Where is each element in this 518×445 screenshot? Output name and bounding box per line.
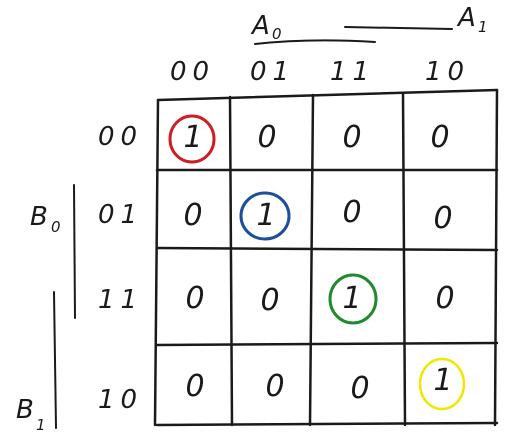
cell-r0-c0: 1 — [183, 120, 202, 155]
circle-yellow — [418, 357, 466, 411]
grid-line-top — [156, 88, 499, 102]
label-a1: A 1 — [456, 3, 488, 36]
grid-line-col-2 — [308, 93, 315, 427]
row-header-01: 01 — [98, 200, 143, 230]
bracket-a0 — [254, 39, 376, 45]
column-header-10: 10 — [425, 57, 470, 87]
label-b1-letter: B — [16, 395, 34, 425]
cell-r1-c0: 0 — [183, 198, 202, 233]
bracket-a1 — [344, 26, 453, 30]
column-header-01: 01 — [250, 57, 295, 87]
cell-r0-c1: 0 — [257, 120, 276, 155]
cell-r1-c1: 1 — [256, 198, 275, 233]
label-b1: B 1 — [16, 395, 46, 434]
label-a0-letter: A — [250, 11, 270, 41]
kmap-cells: 1 0 0 0 0 1 0 0 0 0 1 0 0 0 0 1 — [183, 120, 454, 406]
cell-r1-c2: 0 — [342, 195, 361, 230]
cell-r0-c3: 0 — [430, 120, 449, 155]
row-header-10: 10 — [98, 385, 143, 415]
cell-r3-c2: 0 — [350, 371, 369, 406]
grid-line-right — [493, 88, 499, 427]
cell-r0-c2: 0 — [342, 120, 361, 155]
circle-red — [168, 114, 216, 164]
grid-line-row-3 — [155, 341, 499, 347]
label-a1-letter: A — [456, 3, 476, 33]
label-b0: B 0 — [30, 202, 61, 236]
cell-r3-c0: 0 — [185, 369, 204, 404]
label-a0-subscript: 0 — [272, 25, 282, 43]
grid-line-col-3 — [401, 91, 407, 427]
grid-line-bottom — [155, 421, 499, 427]
label-b1-subscript: 1 — [36, 416, 46, 434]
cell-r3-c3: 1 — [433, 363, 452, 398]
circle-blue — [239, 191, 291, 241]
label-a0: A 0 — [250, 11, 282, 43]
bracket-b1 — [53, 291, 57, 429]
label-a1-subscript: 1 — [478, 18, 488, 36]
cell-r1-c3: 0 — [433, 201, 452, 236]
label-b0-subscript: 0 — [51, 218, 61, 236]
circle-green — [328, 273, 378, 325]
cell-r2-c2: 1 — [342, 281, 361, 316]
grid-line-col-1 — [228, 95, 234, 427]
column-headers: 00 01 11 10 — [170, 57, 470, 87]
bracket-b0 — [73, 184, 76, 319]
cell-r2-c1: 0 — [260, 283, 279, 318]
label-b0-letter: B — [30, 202, 48, 232]
kmap-grid — [153, 88, 499, 427]
column-header-00: 00 — [170, 57, 215, 87]
grid-line-left — [153, 98, 160, 427]
cell-r2-c0: 0 — [185, 281, 204, 316]
row-headers: 00 01 11 10 — [98, 122, 143, 415]
cell-r2-c3: 0 — [435, 281, 454, 316]
column-header-11: 11 — [330, 57, 375, 87]
cell-r3-c1: 0 — [265, 369, 284, 404]
row-header-00: 00 — [98, 122, 143, 152]
grouping-circles — [168, 114, 466, 411]
grid-line-row-2 — [155, 246, 499, 252]
row-header-11: 11 — [98, 285, 143, 315]
